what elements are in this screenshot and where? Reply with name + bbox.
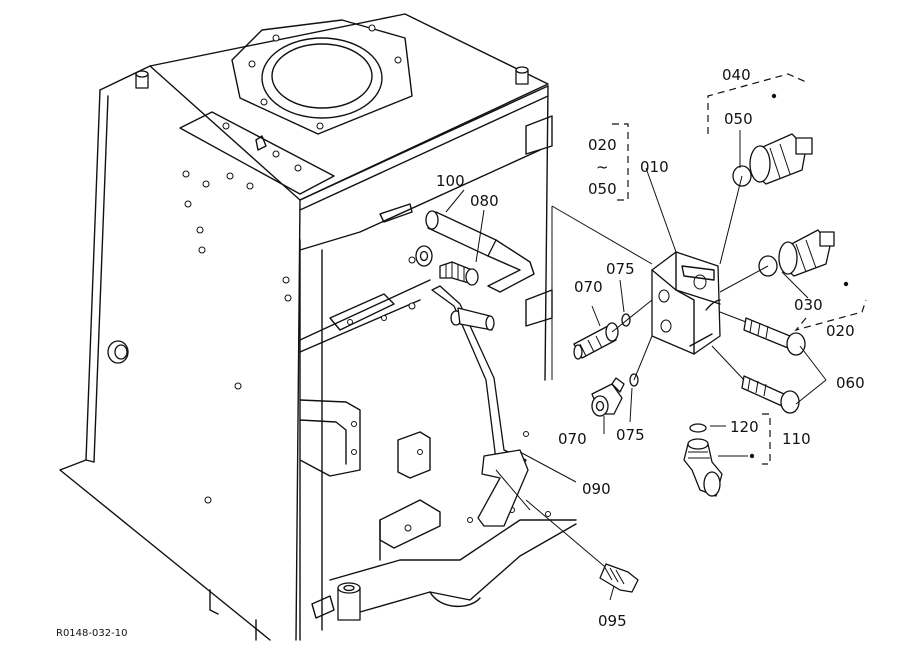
label-range-tilde: ~ [596, 158, 609, 176]
label-070-bottom: 070 [558, 430, 587, 448]
bolt-095 [599, 563, 639, 593]
switch-030 [758, 229, 835, 277]
label-040: 040 [722, 66, 751, 84]
bolt-080 [415, 245, 479, 286]
label-075-bottom: 075 [616, 426, 645, 444]
label-095: 095 [598, 612, 627, 630]
label-120: 120 [730, 418, 759, 436]
label-060: 060 [836, 374, 865, 392]
part-labels: 040 050 020 ~ 050 010 100 080 075 070 03… [56, 66, 865, 639]
label-100: 100 [436, 172, 465, 190]
label-075-top: 075 [606, 260, 635, 278]
label-090: 090 [582, 480, 611, 498]
valve-block-010 [651, 251, 721, 355]
fitting-070-bottom [591, 377, 625, 417]
o-ring-075-top [621, 313, 631, 327]
label-110: 110 [782, 430, 811, 448]
label-080: 080 [470, 192, 499, 210]
frame-housing [59, 13, 577, 641]
label-030: 030 [794, 296, 823, 314]
elbow-fitting-110 [683, 438, 723, 497]
label-020-group: 020 [826, 322, 855, 340]
figure-reference-code: R0148-032-10 [56, 628, 127, 639]
group-brackets [612, 73, 867, 465]
label-010: 010 [640, 158, 669, 176]
switch-050 [732, 133, 813, 187]
pedal-arm-090 [431, 285, 529, 527]
o-ring-120 [689, 423, 707, 433]
fitting-070-top [573, 322, 619, 360]
label-070-top: 070 [574, 278, 603, 296]
label-050-top: 050 [724, 110, 753, 128]
label-050-range-end: 050 [588, 180, 617, 198]
bolts-060 [741, 317, 806, 414]
leader-lines [445, 130, 827, 601]
label-020-range-start: 020 [588, 136, 617, 154]
